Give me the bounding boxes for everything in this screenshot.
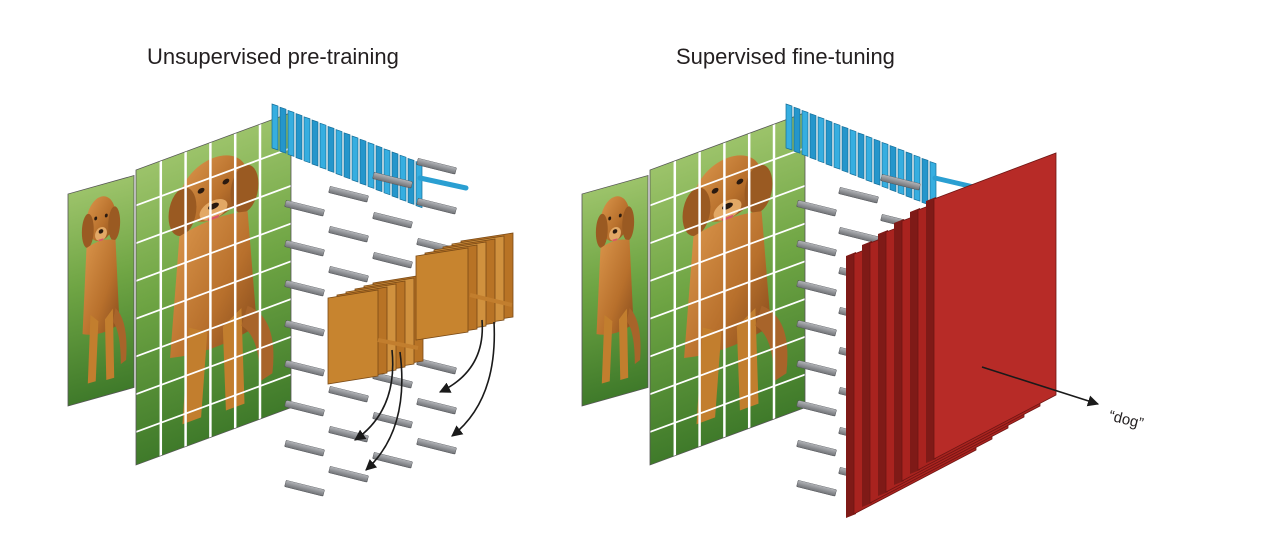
patch-token bbox=[416, 398, 457, 415]
filter-slab bbox=[809, 113, 817, 161]
output-arrow bbox=[981, 366, 1100, 407]
patch-token bbox=[416, 158, 457, 175]
patch-token bbox=[328, 466, 369, 483]
filter-slab bbox=[841, 125, 849, 173]
filter-slab bbox=[785, 103, 793, 151]
right-panel: “dog” bbox=[581, 103, 1145, 518]
class-output-layer bbox=[846, 152, 1057, 518]
filter-slab bbox=[415, 247, 469, 341]
patch-token bbox=[838, 227, 879, 244]
learned-filter-stack-1 bbox=[327, 274, 424, 385]
filter-slab bbox=[375, 145, 383, 193]
patch-token bbox=[284, 440, 325, 457]
patch-token bbox=[372, 252, 413, 269]
filter-slab bbox=[311, 119, 319, 167]
blue-filter-bank-right bbox=[785, 103, 981, 209]
patch-token bbox=[284, 400, 325, 417]
slab-edge bbox=[926, 197, 936, 463]
filter-slab bbox=[303, 116, 311, 164]
patch-token bbox=[796, 400, 837, 417]
grid-patches-image bbox=[135, 112, 292, 466]
dog-photo-input bbox=[67, 175, 135, 407]
patch-token bbox=[328, 186, 369, 203]
slab-edge bbox=[862, 241, 872, 507]
filter-slab bbox=[817, 116, 825, 164]
filter-slab bbox=[295, 113, 303, 161]
left-panel-title: Unsupervised pre-training bbox=[147, 44, 399, 69]
patch-token bbox=[328, 386, 369, 403]
patch-token bbox=[284, 480, 325, 497]
filter-slab bbox=[335, 129, 343, 177]
output-label: “dog” bbox=[1107, 407, 1145, 432]
filter-slab bbox=[271, 103, 279, 151]
patch-token bbox=[372, 412, 413, 429]
patch-token bbox=[838, 187, 879, 204]
patch-token bbox=[796, 440, 837, 457]
reconstruction-arrows bbox=[354, 319, 496, 471]
grid-patches-image-right bbox=[649, 112, 806, 466]
filter-slab bbox=[327, 289, 379, 385]
filter-slab bbox=[849, 129, 857, 177]
patch-token bbox=[416, 438, 457, 455]
filter-slab bbox=[833, 122, 841, 170]
filter-slab bbox=[351, 135, 359, 183]
filter-slab bbox=[391, 151, 399, 199]
filter-slab bbox=[865, 135, 873, 183]
filter-slab bbox=[913, 154, 921, 202]
filter-slab bbox=[921, 157, 929, 205]
filter-slab bbox=[279, 106, 287, 154]
filter-slab bbox=[889, 145, 897, 193]
filter-slab bbox=[857, 132, 865, 180]
filter-slab bbox=[825, 119, 833, 167]
filter-slab bbox=[367, 141, 375, 189]
patch-token bbox=[372, 452, 413, 469]
slab-edge bbox=[878, 230, 888, 496]
filter-slab bbox=[343, 132, 351, 180]
filter-slab bbox=[905, 151, 913, 199]
filter-slab bbox=[793, 106, 801, 154]
filter-slab bbox=[383, 148, 391, 196]
filter-slab bbox=[327, 125, 335, 173]
filter-slab bbox=[399, 154, 407, 202]
patch-token bbox=[372, 212, 413, 229]
left-panel bbox=[67, 103, 514, 497]
right-panel-title: Supervised fine-tuning bbox=[676, 44, 895, 69]
filter-slab bbox=[359, 138, 367, 186]
patch-token bbox=[796, 480, 837, 497]
patch-token bbox=[328, 226, 369, 243]
blue-filter-bank bbox=[271, 103, 469, 209]
filter-slab bbox=[319, 122, 327, 170]
filter-slab bbox=[873, 138, 881, 186]
dog-photo-input-right bbox=[581, 175, 649, 407]
patch-token bbox=[416, 198, 457, 215]
filter-slab bbox=[287, 109, 295, 157]
filter-slab bbox=[801, 109, 809, 157]
slab-edge bbox=[894, 219, 904, 485]
classifier-slab bbox=[933, 152, 1057, 460]
slab-edge bbox=[910, 208, 920, 474]
filter-slab bbox=[897, 148, 905, 196]
learned-filter-stack-2 bbox=[415, 232, 514, 341]
slab-edge bbox=[846, 252, 856, 518]
patch-token bbox=[328, 266, 369, 283]
